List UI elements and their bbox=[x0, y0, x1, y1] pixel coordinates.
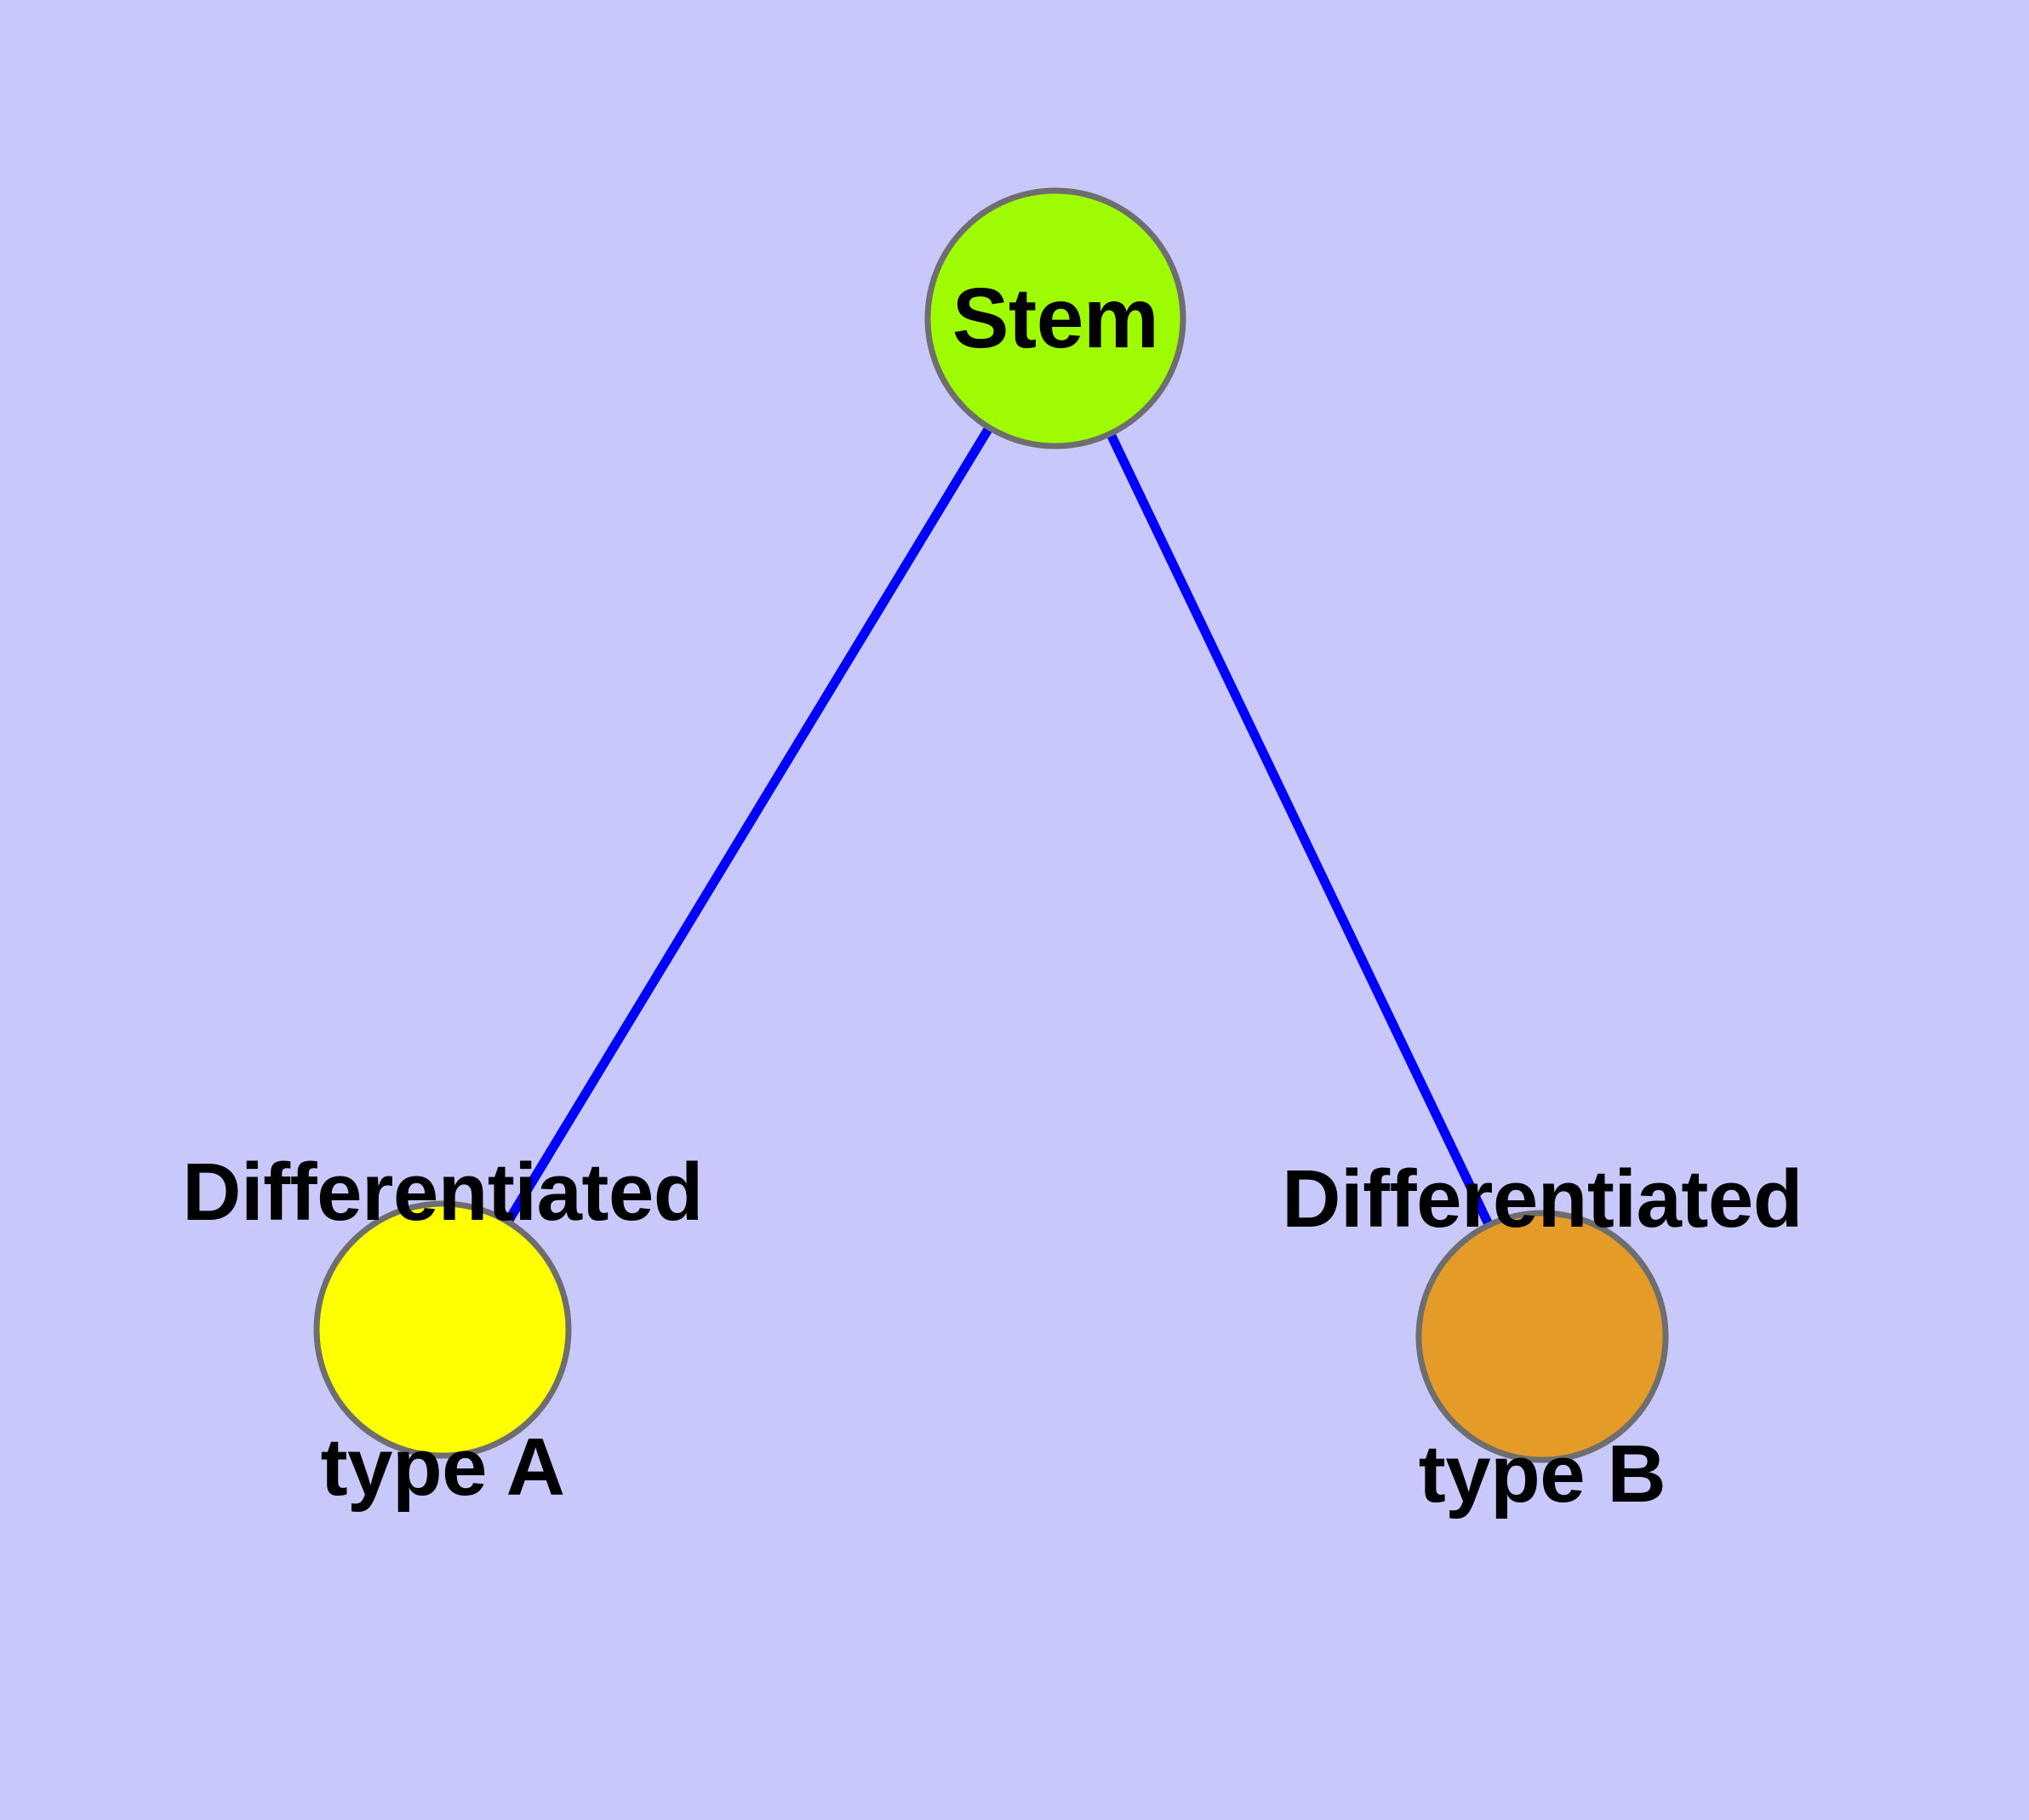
edge-layer bbox=[438, 316, 1546, 1339]
node-layer bbox=[313, 187, 1669, 1463]
node-differentiated-type-a[interactable] bbox=[313, 1200, 572, 1459]
edge-stem-to-differentiated-type-a[interactable] bbox=[438, 316, 1060, 1332]
edge-stem-to-differentiated-type-b[interactable] bbox=[1051, 316, 1546, 1339]
node-differentiated-type-b[interactable] bbox=[1415, 1210, 1669, 1463]
node-stem[interactable] bbox=[924, 187, 1186, 449]
